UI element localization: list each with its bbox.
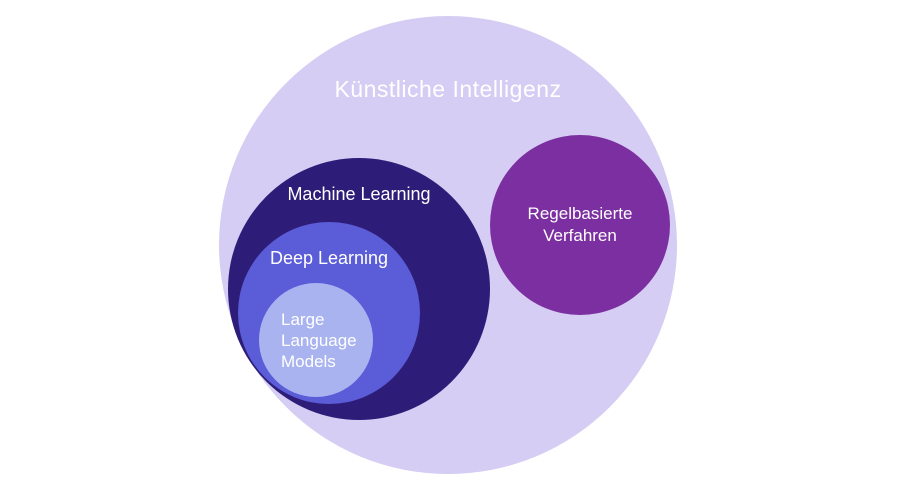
label-regelbasierte-verfahren: Regelbasierte Verfahren — [527, 204, 633, 245]
circle-machine-learning: Machine Learning Deep Learning Large Lan… — [228, 158, 490, 420]
circle-regelbasierte-verfahren: Regelbasierte Verfahren — [490, 135, 670, 315]
label-deep-learning: Deep Learning — [269, 248, 389, 268]
circle-deep-learning: Deep Learning Large Language Models — [238, 222, 420, 404]
circle-large-language-models: Large Language Models — [259, 283, 373, 397]
label-kuenstliche-intelligenz: Künstliche Intelligenz — [334, 76, 562, 102]
label-machine-learning: Machine Learning — [287, 184, 431, 204]
label-large-language-models: Large Language Models — [281, 310, 357, 371]
circle-kuenstliche-intelligenz: Künstliche Intelligenz Machine Learning … — [219, 16, 677, 474]
